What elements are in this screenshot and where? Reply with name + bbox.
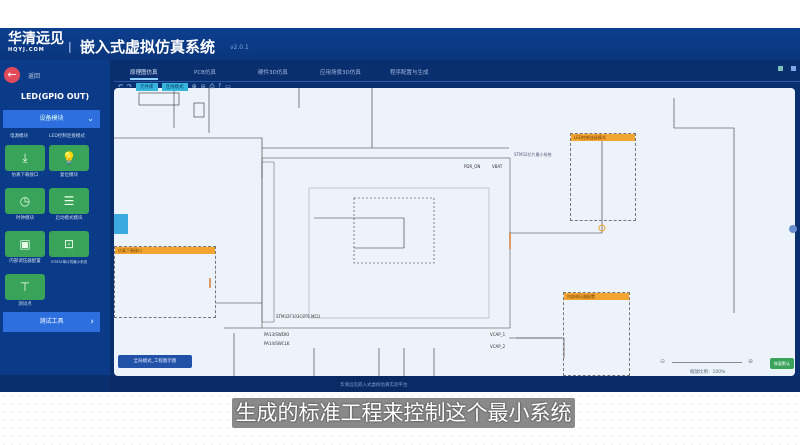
tab-pcb[interactable]: PCB仿真 (194, 70, 216, 76)
side-expand-tab[interactable] (114, 214, 128, 234)
redo-icon[interactable]: ↷ (127, 83, 133, 90)
tile-label: 时钟模块 (16, 216, 34, 221)
sliders-icon: ☰ (63, 194, 75, 208)
chip-label: STM32F103C8T6 MCU (276, 314, 321, 319)
logo-text: 华清远见 (8, 31, 64, 47)
tab-bar: 原理图仿真 PCB仿真 硬件3D仿真 应用场景3D仿真 程序配置与生成 (114, 64, 800, 82)
tile-label: STM32单片机最小系统 (50, 260, 88, 264)
chevron-down-icon: ⌄ (87, 114, 94, 123)
app-title: 嵌入式虚拟仿真系统 (80, 38, 216, 56)
board-icon: ▣ (19, 237, 31, 251)
divider: | (68, 40, 72, 53)
zoom-out-icon[interactable]: ⊖ (660, 358, 666, 365)
probe-icon: ⊤ (19, 280, 31, 294)
device-module-dropdown[interactable]: 设备模块 ⌄ (3, 110, 100, 128)
tile-chip[interactable]: ⊡ (49, 231, 89, 257)
tile-testpoint[interactable]: ⊤ (5, 274, 45, 300)
device-name: LED(GPIO OUT) (20, 92, 90, 101)
pin-label: PA13/SWDIO (264, 332, 290, 337)
zoom-out-icon[interactable]: ⊖ (200, 83, 206, 90)
schematic-canvas[interactable]: LED控制连接模式 仿真下载接口 内部调压器配置 STM32F103C8T6 M… (114, 88, 795, 376)
zoom-value: 100% (712, 370, 726, 375)
back-button[interactable]: ← (4, 67, 20, 83)
undo-icon[interactable]: ↶ (118, 83, 124, 90)
tile-boot[interactable]: ☰ (49, 188, 89, 214)
schematic-note: STM32芯片最小系统 (514, 152, 552, 157)
tile-label: 仿真下载接口 (11, 173, 39, 178)
maximize-icon[interactable] (791, 66, 796, 71)
footer-bar (110, 376, 800, 392)
dropdown-label: 设备模块 (39, 115, 64, 122)
tile-regulator[interactable]: ▣ (5, 231, 45, 257)
minimize-icon[interactable] (778, 66, 783, 71)
tab-scene-3d[interactable]: 应用场景3D仿真 (320, 70, 361, 76)
download-panel-title: 仿真下载接口 (115, 247, 215, 254)
tile-clock[interactable]: ◷ (5, 188, 45, 214)
tile-label: 内部调压器配置 (9, 259, 41, 264)
led-panel[interactable]: LED控制连接模式 (570, 133, 636, 221)
tab-hw-3d[interactable]: 硬件3D仿真 (258, 70, 288, 76)
schematic-drawing (114, 88, 735, 376)
export-icon[interactable]: ⤒ (218, 82, 222, 90)
header (0, 28, 800, 60)
pin-label: VCAP_1 (490, 332, 506, 337)
test-tool-button[interactable]: 测试工具 › (3, 312, 100, 332)
chip-icon: ⊡ (63, 237, 75, 251)
zoom-label: 缩放比例： (690, 370, 713, 375)
back-label[interactable]: 返回 (28, 73, 41, 80)
download-icon: ⤓ (22, 150, 28, 165)
led-panel-title: LED控制连接模式 (571, 134, 635, 141)
footer-text: 华清远见嵌入式虚拟仿真实验平台 (340, 383, 408, 388)
tile-label: 复位模块 (60, 173, 78, 178)
tab-program[interactable]: 程序配置与生成 (390, 70, 429, 76)
tab-schematic[interactable]: 原理图仿真 (130, 68, 158, 80)
tile-label: 测试点 (18, 302, 32, 307)
regulator-panel[interactable]: 内部调压器配置 (563, 292, 630, 376)
tile-reset[interactable]: 💡 (49, 145, 89, 171)
toolbar: ↶↷ 元件库 连线模式 ⊕⊖⎙⤒▭ (118, 82, 231, 91)
arrow-left-icon: ← (7, 68, 17, 81)
sub-label: LED控制连接模式 (49, 134, 85, 139)
pin-label: VCAP_2 (490, 344, 506, 349)
download-panel[interactable]: 仿真下载接口 (114, 246, 216, 318)
wire-mode-button[interactable]: 连线模式 (161, 82, 188, 91)
test-tool-label: 测试工具 (39, 318, 64, 325)
tile-label: 启动模式模块 (55, 216, 83, 221)
zoom-readout: 缩放比例：100% (690, 369, 725, 375)
bulb-icon: 💡 (61, 151, 77, 165)
zoom-slider[interactable]: ⊖⊕ (660, 358, 760, 367)
help-icon[interactable] (789, 225, 797, 233)
top-band (0, 0, 800, 28)
window-controls (770, 56, 796, 75)
tile-download[interactable]: ⤓ (5, 145, 45, 171)
regulator-panel-title: 内部调压器配置 (564, 293, 629, 300)
save-icon[interactable]: ⎙ (209, 82, 215, 90)
global-mode-button[interactable]: 全局模式_工程图示图 (118, 355, 192, 368)
reset-zoom-button[interactable]: 恢复默认 (770, 358, 794, 369)
zoom-in-icon[interactable]: ⊕ (748, 358, 754, 365)
screen-icon[interactable]: ▭ (225, 83, 231, 90)
logo-sub: HQYJ.COM (8, 47, 45, 53)
chevron-right-icon: › (90, 317, 94, 327)
clock-icon: ◷ (19, 194, 31, 208)
zoom-in-icon[interactable]: ⊕ (191, 83, 197, 90)
component-library-button[interactable]: 元件库 (136, 82, 158, 91)
video-subtitle: 生成的标准工程来控制这个最小系统 (232, 398, 575, 428)
pin-label: PDR_ON (464, 164, 481, 169)
pin-label: VBAT (492, 164, 503, 169)
version: v2.0.1 (230, 44, 249, 51)
pin-label: PA14/SWCLK (264, 341, 290, 346)
sub-label: 电源模块 (10, 134, 28, 139)
